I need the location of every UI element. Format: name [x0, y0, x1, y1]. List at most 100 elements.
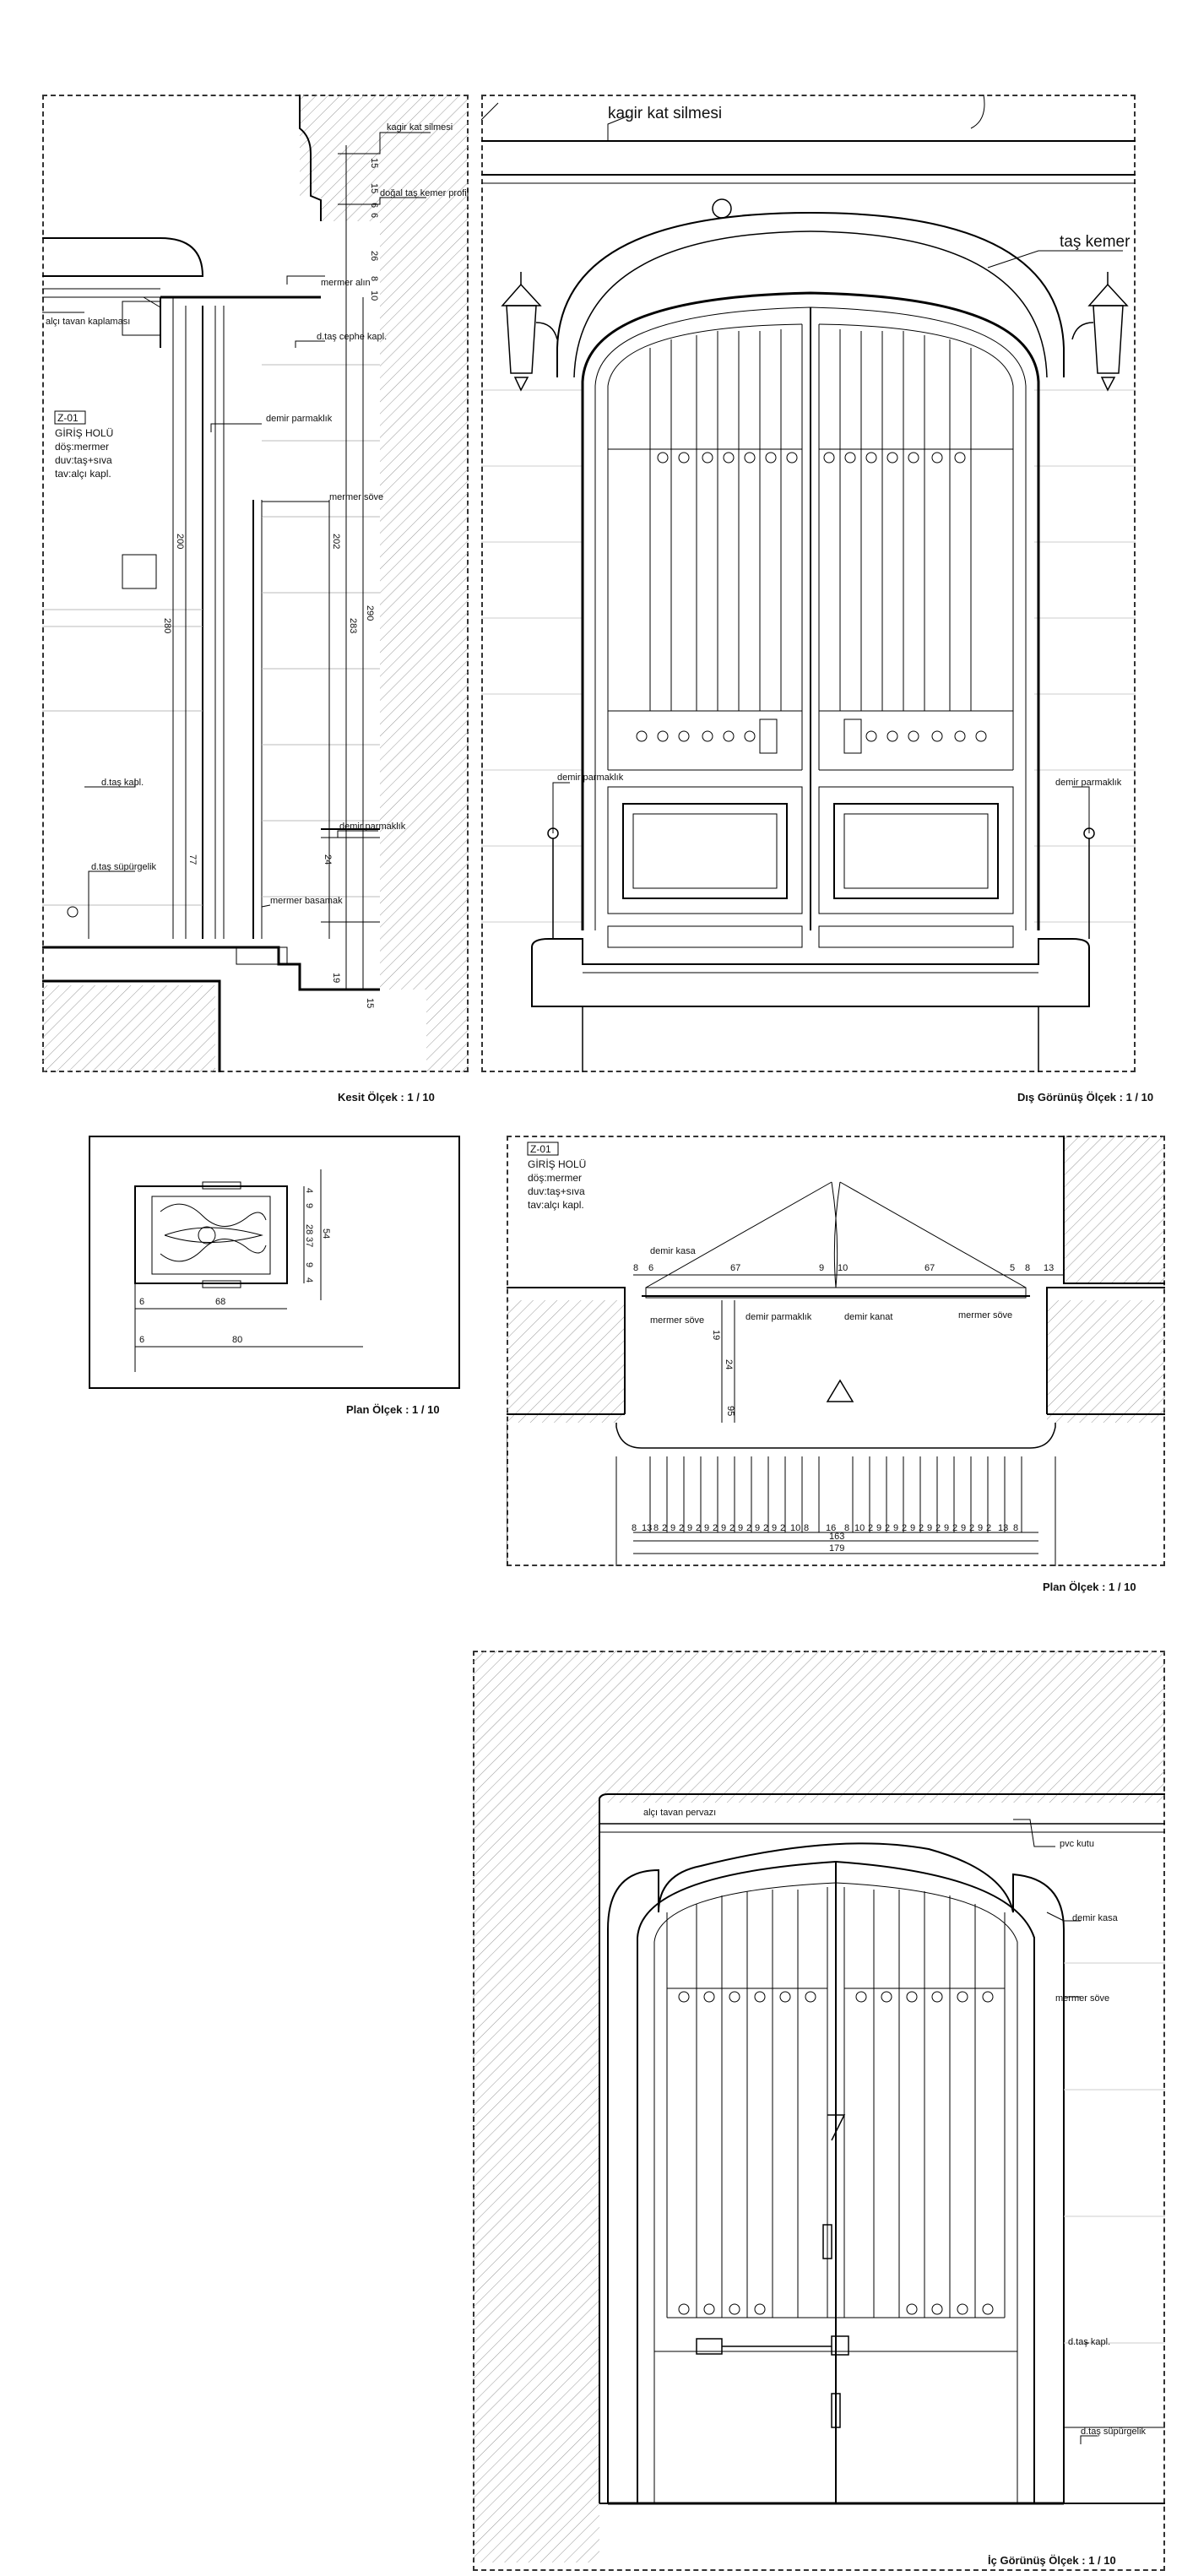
room-ceiling: tav:alçı kapl.: [528, 1199, 584, 1211]
section-dim: 202: [331, 534, 341, 549]
exterior-drawing: kagir kat silmesi taş kemer demir parmak…: [481, 95, 1136, 1072]
interior-drawing: alçı tavan pervazı pvc kutu demir kasa m…: [473, 1651, 1165, 2562]
plan-large-vdim: 24: [724, 1359, 734, 1369]
plan-small-dim: 80: [232, 1335, 242, 1345]
section-dim: 77: [187, 854, 198, 865]
label-demir-kasa-int: demir kasa: [1072, 1913, 1119, 1923]
plan-large-bottom-dim: 9: [738, 1523, 743, 1533]
plan-large-bottom-dim: 2: [969, 1523, 974, 1533]
label-kagir-kat-silmesi-ext: kagir kat silmesi: [608, 105, 722, 122]
plan-large-bottom-dim: 2: [679, 1523, 684, 1533]
section-dim: 8: [369, 276, 379, 281]
plan-large-bottom-dim: 2: [919, 1523, 924, 1533]
direction-arrow-icon: [826, 1379, 854, 1402]
label-demir-kasa-plan: demir kasa: [650, 1246, 697, 1256]
plan-large-bottom-dim: 2: [935, 1523, 941, 1533]
label-alci-tavan: alçı tavan kaplaması: [46, 317, 130, 327]
label-demir-parmaklik-1: demir parmaklık: [266, 414, 333, 424]
plan-large-bottom-dim: 16: [826, 1523, 836, 1533]
label-alci-pervaz: alçı tavan pervazı: [643, 1808, 716, 1818]
section-drawing: 15 15 6 6 26 8 10 200 202 280 283 290 77…: [42, 95, 469, 1072]
section-dimension-texts: 15 15 6 6 26 8 10 200 202 280 283 290 77…: [162, 158, 379, 1008]
plan-large-bottom-dims: 8 13 8 2 9 2 9 2 9 2 9 2 9 2 9 2 9 2 10 …: [632, 1523, 1018, 1533]
plan-large-top-dim: 9: [819, 1263, 824, 1273]
plan-large-bottom-dim: 2: [868, 1523, 873, 1533]
door-latch-icon: [827, 2114, 846, 2141]
section-dim: 200: [175, 534, 185, 549]
section-dim: 6: [369, 203, 379, 208]
plan-small-dim: 6: [139, 1297, 144, 1307]
plan-small-dim: 4: [304, 1277, 314, 1283]
plan-large-bottom-dim: 8: [632, 1523, 637, 1533]
plan-large-bottom-dim: 9: [927, 1523, 932, 1533]
label-cephe-kapl: d.taş cephe kapl.: [317, 332, 387, 342]
plan-large-top-dim: 67: [924, 1263, 935, 1273]
label-parmaklik-left-ext: demir parmaklık: [557, 773, 624, 783]
plan-large-bottom-dim: 8: [844, 1523, 849, 1533]
plan-large-top-dim: 67: [730, 1263, 740, 1273]
room-wall: duv:taş+sıva: [528, 1185, 585, 1197]
section-dim: 26: [369, 251, 379, 261]
room-ceiling: tav:alçı kapl.: [55, 468, 111, 480]
section-dim: 280: [162, 618, 172, 633]
plan-small-dim: 54: [321, 1228, 331, 1239]
room-wall: duv:taş+sıva: [55, 454, 112, 466]
plan-small-dim: 9: [304, 1203, 314, 1208]
plan-large-bottom-dim: 9: [687, 1523, 692, 1533]
plan-small-dim: 68: [215, 1297, 225, 1307]
plan-large-bottom-dim: 2: [952, 1523, 957, 1533]
label-das-kapl: d.taş kapl.: [101, 778, 144, 788]
label-mermer-sove: mermer söve: [329, 492, 383, 502]
label-demir-parmaklik-2: demir parmaklık: [339, 822, 406, 832]
label-pvc-kutu: pvc kutu: [1060, 1839, 1094, 1849]
section-dim: 19: [331, 973, 341, 983]
lantern-right-icon: [1071, 272, 1129, 392]
plan-large-bottom-dim: 13: [642, 1523, 652, 1533]
plan-large-bottom-dim: 2: [986, 1523, 991, 1533]
plan-large-bottom-dim: 10: [854, 1523, 865, 1533]
plan-large-bottom-dim: 9: [755, 1523, 760, 1533]
label-parmaklik-right-ext: demir parmaklık: [1055, 778, 1122, 788]
plan-small-dim: 6: [139, 1335, 144, 1345]
plan-large-bottom-dim: 9: [721, 1523, 726, 1533]
plan-large-bottom-dim: 9: [893, 1523, 898, 1533]
section-dim: 6: [369, 213, 379, 218]
plan-small-dim: 28: [304, 1224, 314, 1234]
label-supurgelik-int: d.taş süpürgelik: [1081, 2427, 1147, 2437]
plan-large-bottom-dim: 9: [670, 1523, 675, 1533]
exterior-panel: [481, 95, 1136, 1072]
label-mermer-sove-int: mermer söve: [1055, 1993, 1109, 2004]
section-dim: 290: [365, 605, 375, 621]
plan-small-panel: [89, 1136, 460, 1389]
section-caption: Kesit Ölçek : 1 / 10: [338, 1091, 435, 1104]
section-dim: 15: [369, 183, 379, 193]
section-dim: 24: [323, 854, 333, 865]
room-code: Z-01: [57, 412, 79, 424]
plan-large-bottom-dim: 10: [790, 1523, 800, 1533]
plan-large-top-dim: 6: [648, 1263, 653, 1273]
room-code: Z-01: [530, 1143, 551, 1155]
plan-large-bottom-dim: 9: [978, 1523, 983, 1533]
plan-large-bottom-dim: 2: [729, 1523, 735, 1533]
label-dogal-tas-kemer: doğal taş kemer profili: [380, 188, 469, 198]
plan-large-bottom-dim: 9: [944, 1523, 949, 1533]
room-name: GİRİŞ HOLÜ: [55, 427, 113, 439]
plan-large-top-dim: 8: [633, 1263, 638, 1273]
plan-small-dim: 37: [304, 1237, 314, 1247]
room-floor: döş:mermer: [55, 441, 109, 453]
section-dim: 283: [348, 618, 358, 633]
label-mermer-alin: mermer alın: [321, 278, 371, 288]
room-tag-plan: Z-01 GİRİŞ HOLÜ döş:mermer duv:taş+sıva …: [527, 1142, 586, 1211]
label-mermer-sove-right-plan: mermer söve: [958, 1310, 1012, 1321]
section-dim: 15: [365, 998, 375, 1008]
plan-large-bottom-dim: 8: [804, 1523, 809, 1533]
plan-large-bottom-dim: 9: [772, 1523, 777, 1533]
label-demir-kanat-plan: demir kanat: [844, 1312, 892, 1322]
plan-large-bottom-dim: 2: [713, 1523, 718, 1533]
plan-small-dim: 4: [304, 1188, 314, 1193]
exterior-caption: Dış Görünüş Ölçek : 1 / 10: [1017, 1091, 1154, 1104]
plan-small-dim: 9: [304, 1262, 314, 1267]
plan-large-top-dim: 5: [1010, 1263, 1015, 1273]
label-demir-parmaklik-plan: demir parmaklık: [746, 1312, 812, 1322]
plan-large-total: 163: [829, 1532, 844, 1542]
